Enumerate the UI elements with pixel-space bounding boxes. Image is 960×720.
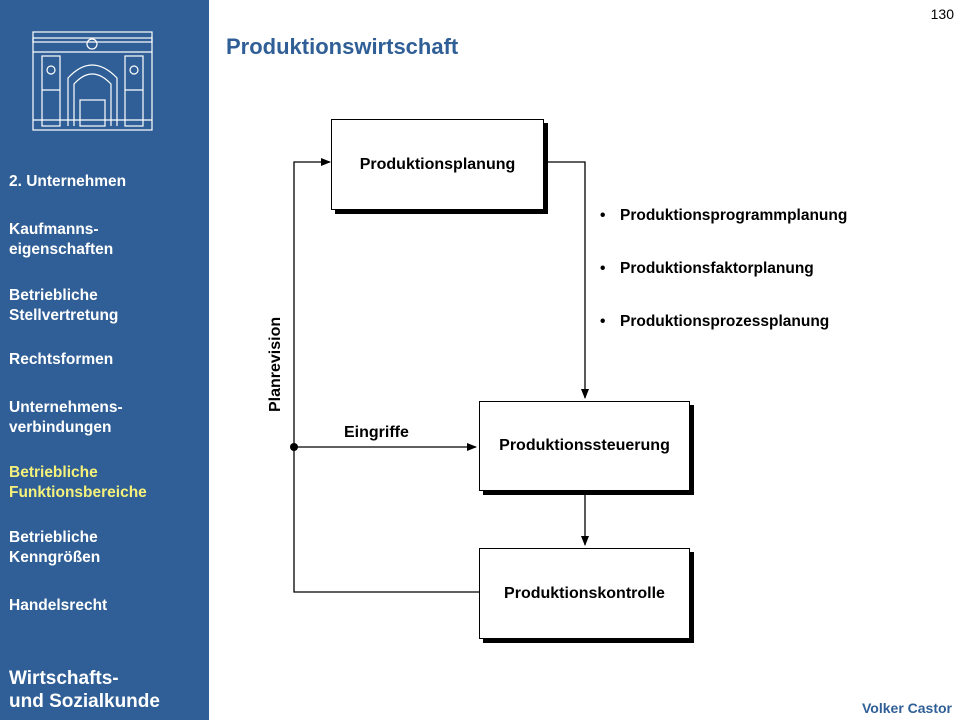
nav-item-handelsrecht[interactable]: Handelsrecht bbox=[9, 597, 108, 614]
nav-item-kenngroessen[interactable]: Betriebliche Kenngrößen bbox=[9, 529, 101, 566]
nav-item-funktionsbereiche[interactable]: Betriebliche Funktionsbereiche bbox=[9, 464, 147, 501]
bullet-item: Produktionsfaktorplanung bbox=[600, 259, 847, 312]
box-label-steuerung: Produktionssteuerung bbox=[499, 437, 670, 454]
page-number: 130 bbox=[930, 6, 954, 22]
sidebar: 2. Unternehmen Kaufmanns- eigenschaften … bbox=[0, 0, 209, 720]
box-produktionssteuerung: Produktionssteuerung bbox=[479, 401, 690, 491]
building-logo-icon bbox=[32, 31, 153, 131]
nav-item-rechtsformen[interactable]: Rechtsformen bbox=[9, 351, 114, 368]
nav-item-unternehmen[interactable]: 2. Unternehmen bbox=[9, 173, 127, 190]
bullet-item: Produktionsprozessplanung bbox=[600, 312, 847, 365]
box-label-kontrolle: Produktionskontrolle bbox=[504, 584, 665, 602]
label-planrevision: Planrevision bbox=[267, 316, 284, 412]
nav-item-kaufmannseigenschaften[interactable]: Kaufmanns- eigenschaften bbox=[9, 221, 114, 258]
box-label-planung: Produktionsplanung bbox=[359, 155, 516, 173]
arrow-planung-to-steuerung bbox=[544, 161, 589, 399]
box-produktionsplanung: Produktionsplanung bbox=[331, 119, 544, 210]
line-kontrolle-to-feedback bbox=[293, 158, 479, 593]
page-title: Produktionswirtschaft bbox=[226, 34, 459, 59]
nav-item-unternehmensverbindungen[interactable]: Unternehmens- verbindungen bbox=[9, 399, 123, 436]
box-produktionskontrolle: Produktionskontrolle bbox=[479, 548, 690, 639]
author-name: Volker Castor bbox=[862, 700, 952, 716]
bullet-item: Produktionsprogrammplanung bbox=[600, 206, 847, 259]
junction-dot bbox=[290, 443, 298, 451]
nav-item-stellvertretung[interactable]: Betriebliche Stellvertretung bbox=[9, 287, 119, 324]
bullet-list: Produktionsprogrammplanung Produktionsfa… bbox=[600, 206, 847, 365]
footer-title: Wirtschafts- und Sozialkunde bbox=[9, 668, 160, 712]
label-eingriffe: Eingriffe bbox=[344, 424, 409, 441]
